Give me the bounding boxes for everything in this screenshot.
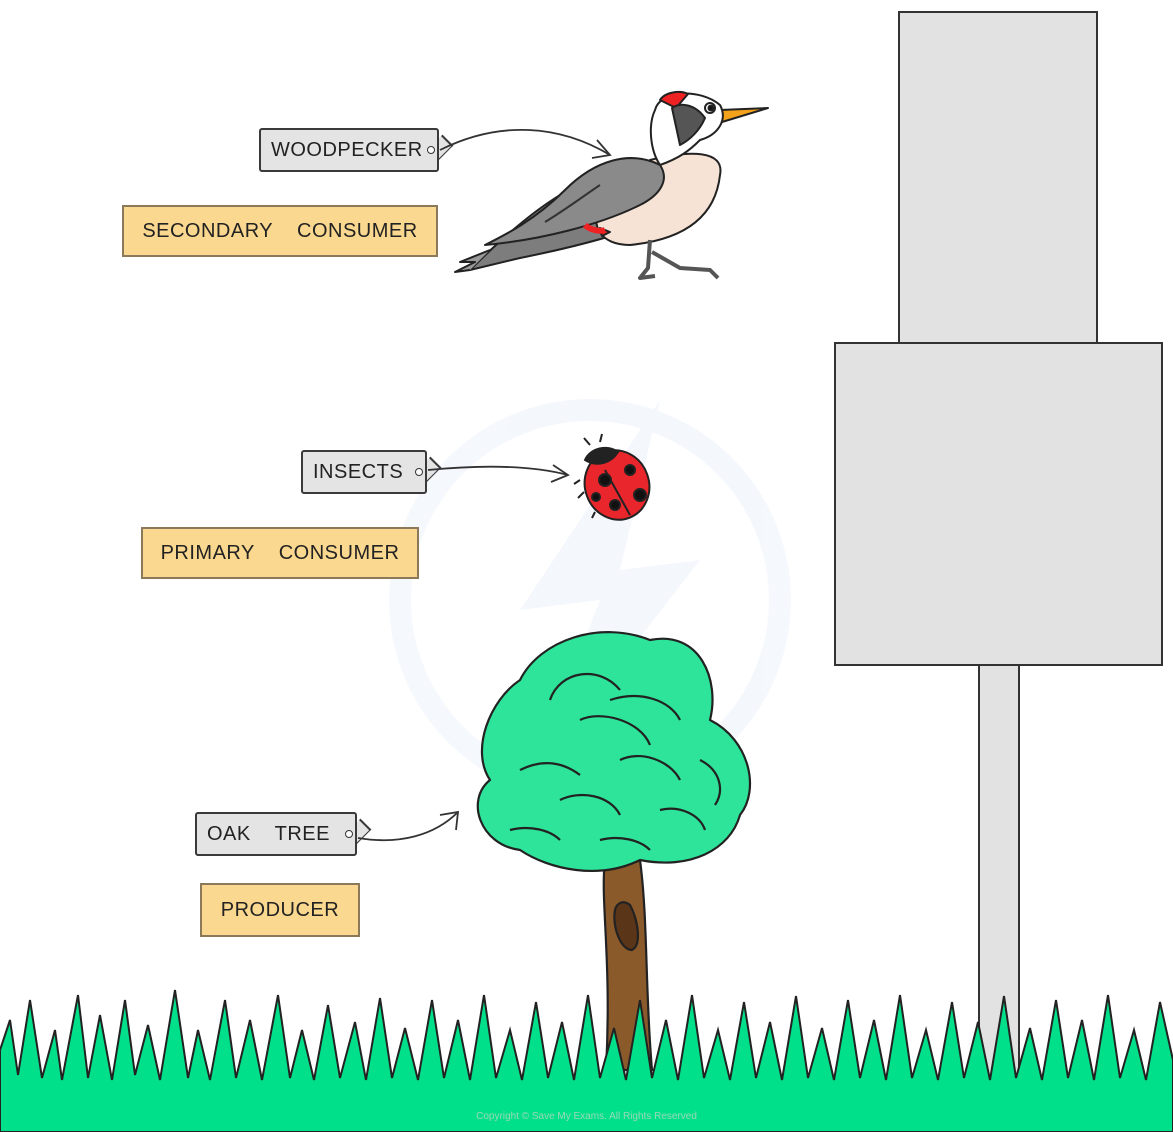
insects-trophic-level: PRIMARY CONSUMER [141,527,419,579]
oak-tree-illustration [476,631,752,1072]
oak-tree-name-tag: OAK TREE [195,812,357,856]
oak-tree-role: PRODUCER [220,898,340,921]
grass [0,989,1173,1132]
woodpecker-name: WOODPECKER [271,138,423,161]
insects-role: PRIMARY CONSUMER [160,541,400,564]
oak-tree-name: OAK TREE [207,822,330,845]
copyright-notice: Copyright © Save My Exams. All Rights Re… [476,1111,697,1122]
insects-arrow [427,465,569,476]
pyramid-level-primary-consumer [834,342,1163,666]
tag-hole-icon [427,146,435,154]
insects-name: INSECTS [313,460,404,483]
woodpecker-role: SECONDARY CONSUMER [142,219,418,242]
pyramid-level-secondary-consumer [898,11,1098,345]
tag-hole-icon [415,468,423,476]
woodpecker-arrow [439,129,611,156]
woodpecker-arrowhead [591,139,612,159]
woodpecker-name-tag: WOODPECKER [259,128,439,172]
oak-tree-arrowhead [439,810,460,831]
pyramid-post [978,661,1020,1083]
woodpecker-trophic-level: SECONDARY CONSUMER [122,205,438,257]
oak-tree-trophic-level: PRODUCER [200,883,360,937]
insects-name-tag: INSECTS [301,450,427,494]
woodpecker-illustration [454,91,769,280]
tag-hole-icon [345,830,353,838]
ladybird-illustration [573,433,651,521]
insects-arrowhead [550,464,570,483]
oak-tree-arrow [357,811,459,842]
